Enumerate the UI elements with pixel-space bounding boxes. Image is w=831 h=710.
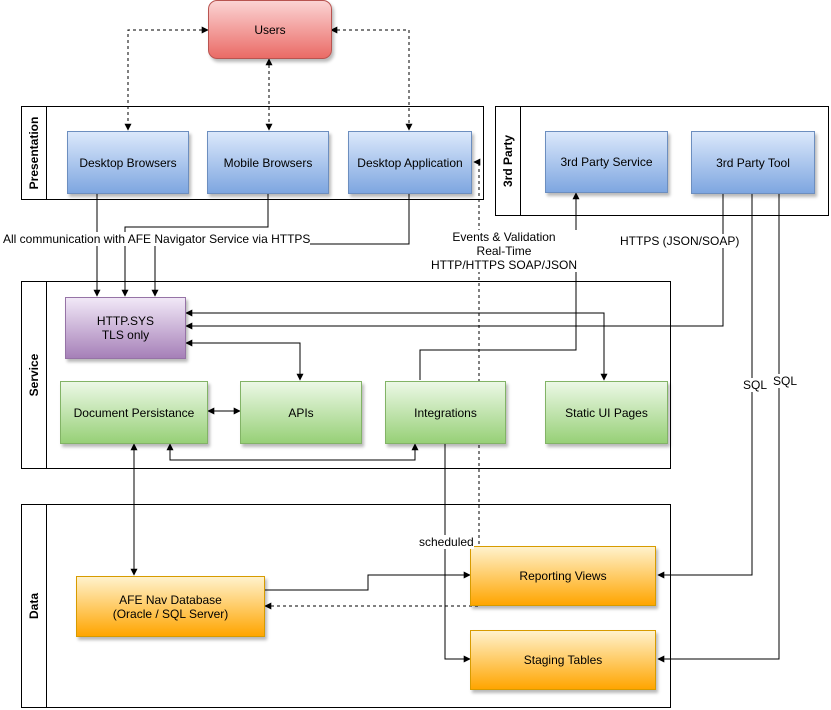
mobile-browsers-node[interactable]: Mobile Browsers xyxy=(207,131,329,194)
staging-tables-node[interactable]: Staging Tables xyxy=(470,630,656,690)
edge-integrations-third-party-service xyxy=(419,192,580,380)
sql-label-2: SQL xyxy=(773,374,798,388)
users-node[interactable]: Users xyxy=(208,0,332,59)
integrations-label: Integrations xyxy=(414,405,477,420)
https-json-soap-label: HTTPS (JSON/SOAP) xyxy=(620,234,740,248)
edge-docpersist-integrations xyxy=(166,443,419,461)
edge-users-desktop-browsers xyxy=(124,26,209,131)
edge-tool-reporting-views-sql xyxy=(657,194,753,579)
http-sys-label: HTTP.SYS TLS only xyxy=(96,314,155,342)
http-sys-node[interactable]: HTTP.SYS TLS only xyxy=(65,297,186,359)
static-ui-pages-node[interactable]: Static UI Pages xyxy=(545,381,668,444)
events-validation-label: Events & Validation Real-Time HTTP/HTTPS… xyxy=(430,230,578,272)
desktop-browsers-label: Desktop Browsers xyxy=(79,155,177,170)
https-note-label: All communication with AFE Navigator Ser… xyxy=(3,232,311,246)
third-party-tool-node[interactable]: 3rd Party Tool xyxy=(691,131,815,194)
desktop-browsers-node[interactable]: Desktop Browsers xyxy=(67,131,189,194)
edge-database-reporting-views xyxy=(265,571,471,591)
afe-nav-database-node[interactable]: AFE Nav Database (Oracle / SQL Server) xyxy=(76,576,265,637)
staging-tables-label: Staging Tables xyxy=(523,653,603,667)
document-persistance-node[interactable]: Document Persistance xyxy=(60,381,208,444)
reporting-views-node[interactable]: Reporting Views xyxy=(470,546,656,606)
afe-nav-database-label: AFE Nav Database (Oracle / SQL Server) xyxy=(112,592,229,621)
mobile-browsers-label: Mobile Browsers xyxy=(223,155,313,170)
edge-integrations-staging-tables xyxy=(444,444,471,663)
integrations-node[interactable]: Integrations xyxy=(385,381,506,444)
apis-label: APIs xyxy=(288,405,314,420)
scheduled-label: scheduled xyxy=(419,535,474,549)
users-label: Users xyxy=(254,22,286,37)
third-party-service-node[interactable]: 3rd Party Service xyxy=(545,131,668,193)
apis-node[interactable]: APIs xyxy=(240,381,362,444)
edge-tool-staging-tables-sql xyxy=(657,194,780,663)
edge-db-desktop-application xyxy=(264,158,481,610)
edge-http-static-ui xyxy=(185,309,608,381)
document-persistance-label: Document Persistance xyxy=(73,405,195,420)
desktop-application-node[interactable]: Desktop Application xyxy=(348,131,472,194)
edge-users-desktop-application xyxy=(330,26,413,131)
static-ui-pages-label: Static UI Pages xyxy=(565,405,648,420)
desktop-application-label: Desktop Application xyxy=(357,155,463,170)
third-party-tool-label: 3rd Party Tool xyxy=(716,155,790,170)
reporting-views-label: Reporting Views xyxy=(519,569,607,583)
third-party-service-label: 3rd Party Service xyxy=(560,155,653,169)
edge-http-apis xyxy=(185,339,304,381)
sql-label-1: SQL xyxy=(743,378,768,392)
